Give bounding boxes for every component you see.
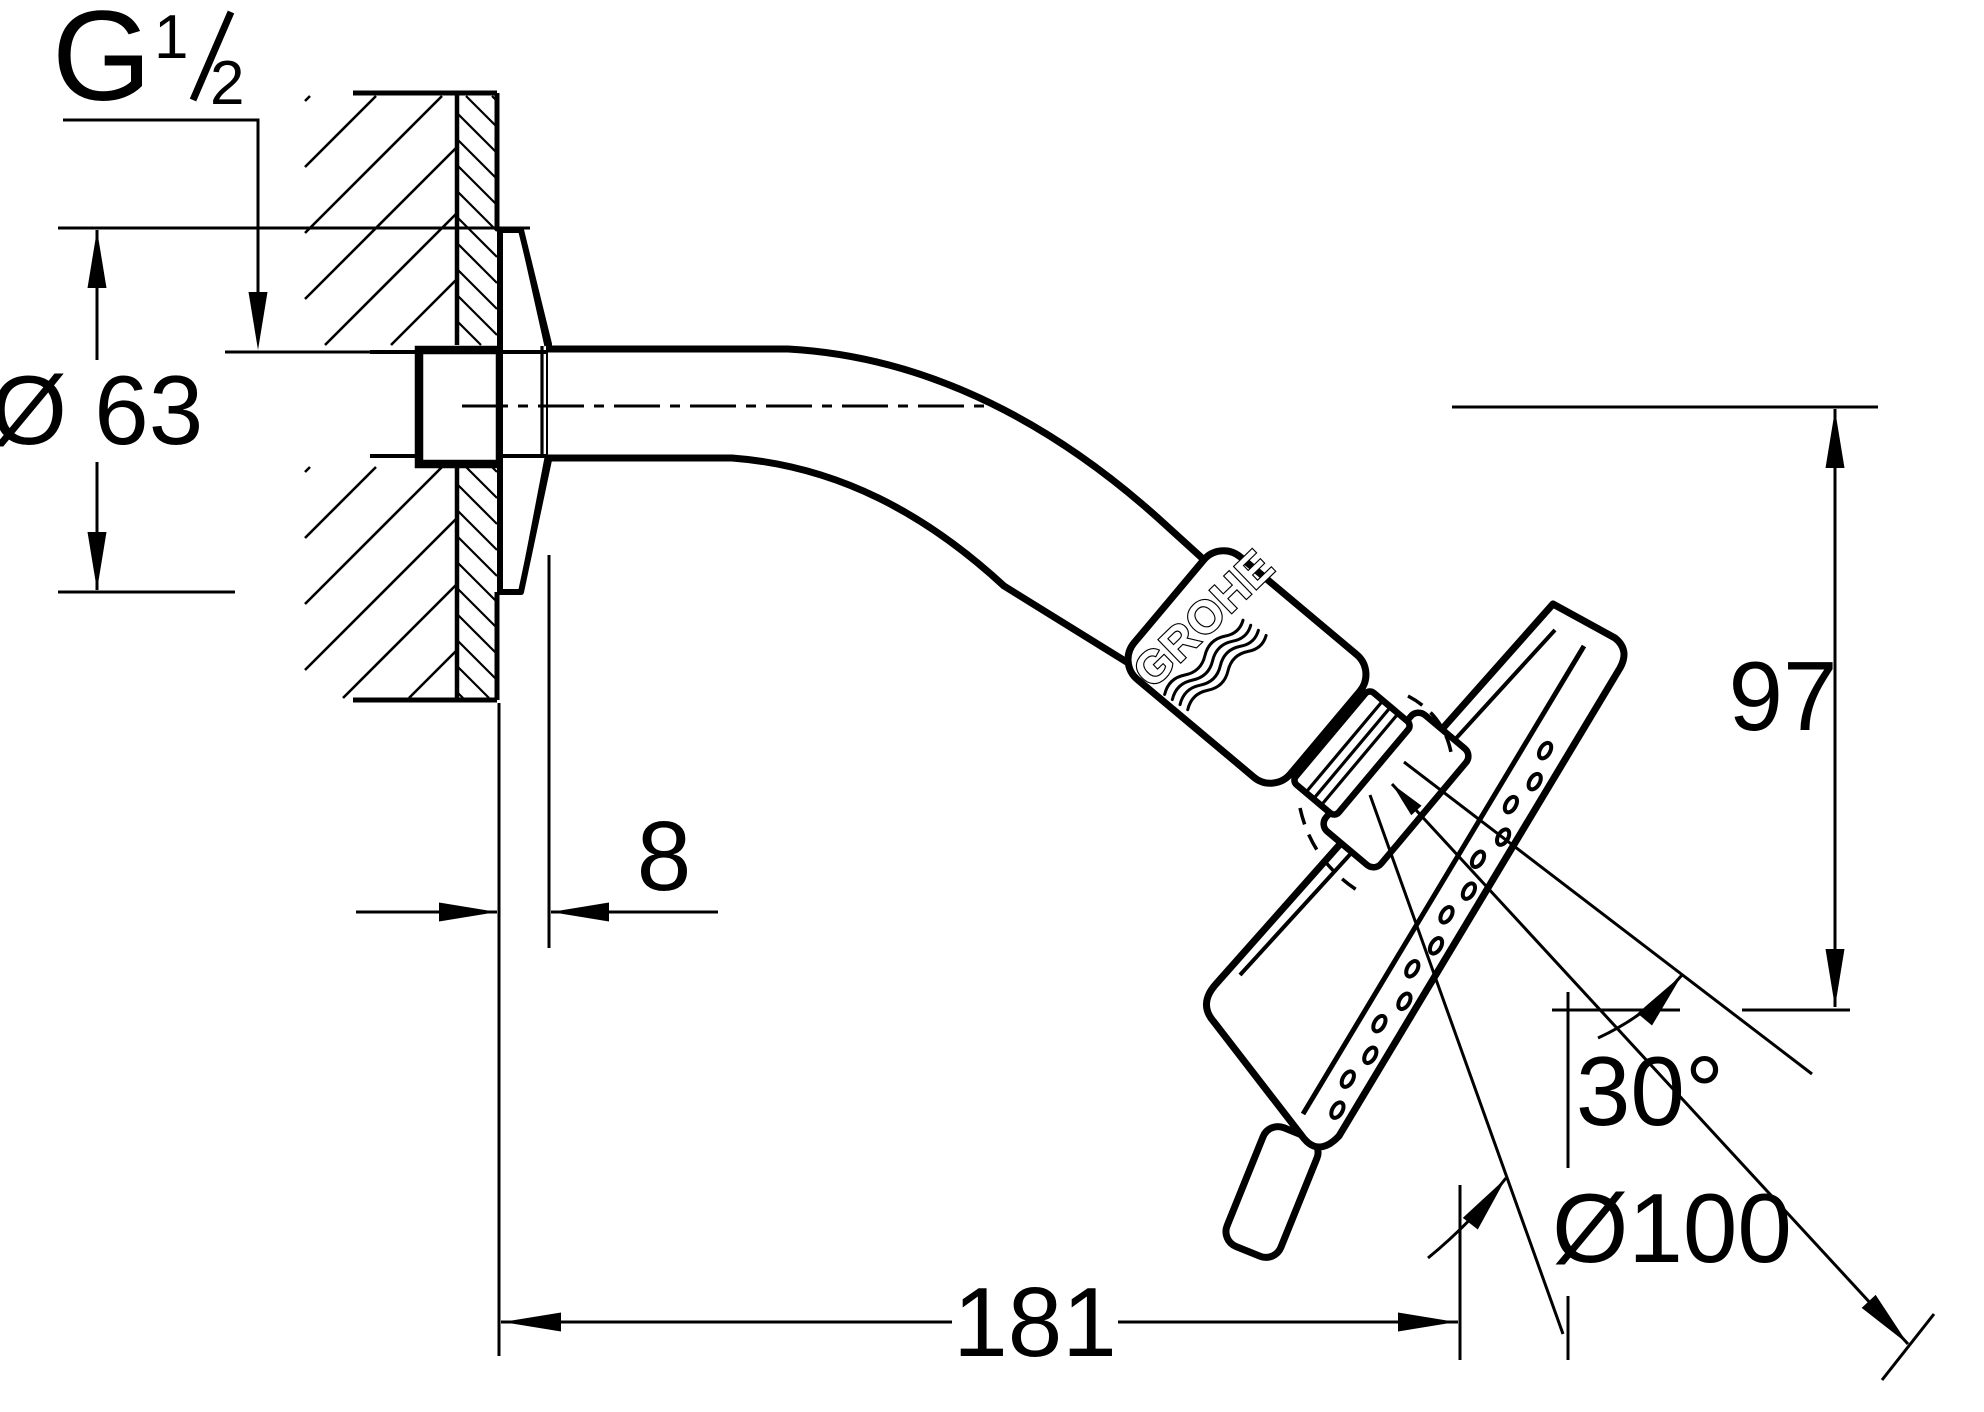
dim-flange-label: Ø 63	[0, 355, 203, 465]
dim-height-label: 97	[1728, 641, 1837, 751]
connection-nut	[1124, 547, 1370, 787]
dim-wall-offset: 8	[356, 555, 718, 1356]
dim-length-label: 181	[953, 1267, 1117, 1377]
neck-grooves	[1305, 701, 1399, 805]
dim-head-end-tick	[1880, 1313, 1936, 1381]
angle-leg-upper	[1403, 760, 1813, 1076]
dim-thread-label-main: G	[52, 0, 152, 128]
wall-section	[304, 90, 500, 703]
ball-joint-hidden-arc	[1407, 694, 1454, 759]
angle-leg-lower	[1368, 794, 1565, 1335]
dim-thread: G 1 2	[52, 0, 372, 354]
dim-height: 97	[1452, 405, 1878, 1012]
spray-nozzles	[1329, 740, 1554, 1120]
dim-flange-diameter: Ø 63	[0, 226, 530, 594]
dimension-annotations: G 1 2 Ø 63 8 97	[0, 0, 1936, 1381]
arm-top-edge	[548, 345, 1249, 601]
masonry-hatch	[304, 95, 458, 699]
dim-thread-label-num: 1	[154, 3, 188, 72]
shower-head: GROHE	[1122, 538, 1628, 1261]
arm-bottom-edge	[548, 454, 1148, 677]
dimension-arrowheads	[87, 230, 1908, 1344]
arm-fill	[548, 349, 1246, 674]
dim-thread-leader	[63, 118, 260, 340]
dim-head-line	[1390, 782, 1910, 1346]
dim-thread-slash	[189, 10, 235, 102]
dim-head-diameter: Ø100	[1390, 782, 1936, 1381]
dim-offset-label: 8	[637, 801, 692, 911]
flange-detail-lines	[519, 233, 548, 589]
dim-thread-label-den: 2	[210, 49, 244, 118]
swivel-neck	[1291, 688, 1413, 818]
angle-arc-upper	[1597, 974, 1684, 1040]
dim-angle-label: 30°	[1576, 1036, 1724, 1146]
tile-hatch	[456, 95, 498, 699]
spray-face-inner-edge	[1300, 644, 1587, 1116]
grohe-logo-waves	[1163, 618, 1268, 712]
shower-arm	[462, 345, 1249, 677]
dim-head-label: Ø100	[1552, 1173, 1792, 1283]
dim-angle: 30°	[1368, 760, 1813, 1360]
head-body	[1203, 600, 1628, 1151]
ball-joint-hidden-arc	[1298, 807, 1361, 894]
dim-length: 181	[501, 1185, 1462, 1377]
arm-through-flange	[500, 350, 548, 458]
escutcheon-flange	[497, 227, 552, 595]
